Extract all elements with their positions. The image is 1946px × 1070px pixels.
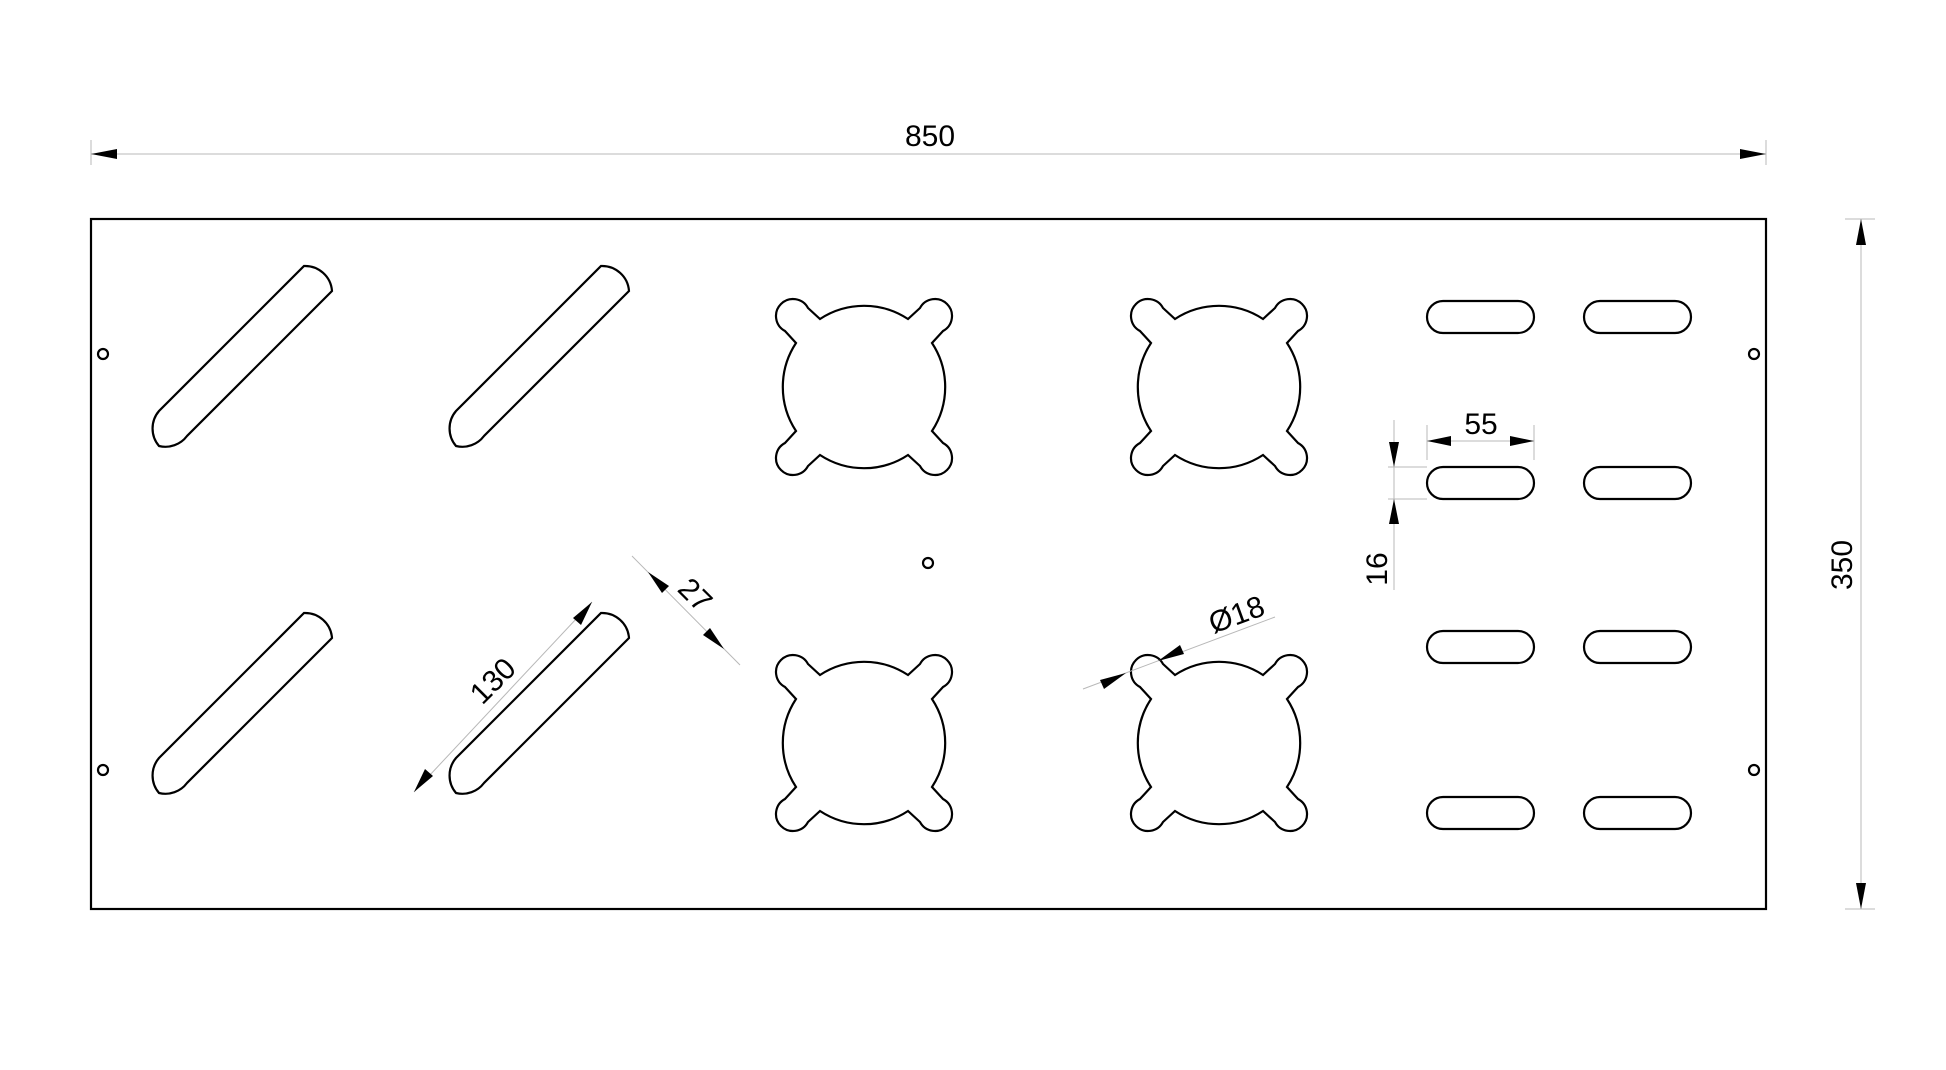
dimension-label: 350: [1826, 540, 1859, 590]
dimension-small-slot-spacing: 16: [1361, 420, 1427, 590]
dimension-label: 850: [905, 120, 955, 153]
dimension-label: 16: [1361, 552, 1394, 585]
diagonal-slot: [151, 264, 334, 448]
mounting-holes: [96, 347, 1761, 777]
plate-outline: [89, 217, 1768, 911]
dimension-small-slot-length: 55: [1426, 408, 1535, 460]
fan-cutouts: [774, 297, 1309, 833]
small-slots: [1425, 299, 1693, 831]
diagonal-slots: [151, 264, 631, 795]
small-slot: [1425, 795, 1536, 831]
diagonal-slot: [448, 264, 631, 448]
small-slot: [1425, 465, 1536, 501]
mounting-hole: [96, 763, 110, 777]
dimension-label: 27: [671, 572, 718, 619]
dimension-label: Ø18: [1204, 590, 1269, 640]
fan-cutout: [1129, 297, 1309, 477]
fan-cutout: [774, 297, 954, 477]
mounting-hole: [1747, 763, 1761, 777]
small-slot: [1582, 299, 1693, 335]
dimension-lobe-diameter: Ø18: [1082, 590, 1276, 690]
small-slot: [1582, 629, 1693, 665]
small-slot: [1582, 795, 1693, 831]
fan-cutout: [1129, 653, 1309, 833]
diagonal-slot: [448, 611, 631, 795]
fan-cutout: [774, 653, 954, 833]
dimension-total-width: 850: [90, 120, 1767, 165]
mounting-hole: [96, 347, 110, 361]
small-slot: [1425, 629, 1536, 665]
dimension-label: 130: [464, 652, 523, 711]
center-hole: [921, 556, 935, 570]
mounting-hole: [1747, 347, 1761, 361]
small-slot: [1425, 299, 1536, 335]
diagonal-slot: [151, 611, 334, 795]
dimension-slot-width: 27: [631, 555, 741, 666]
dimension-total-height: 350: [1826, 218, 1875, 910]
dimension-label: 55: [1464, 408, 1497, 441]
small-slot: [1582, 465, 1693, 501]
